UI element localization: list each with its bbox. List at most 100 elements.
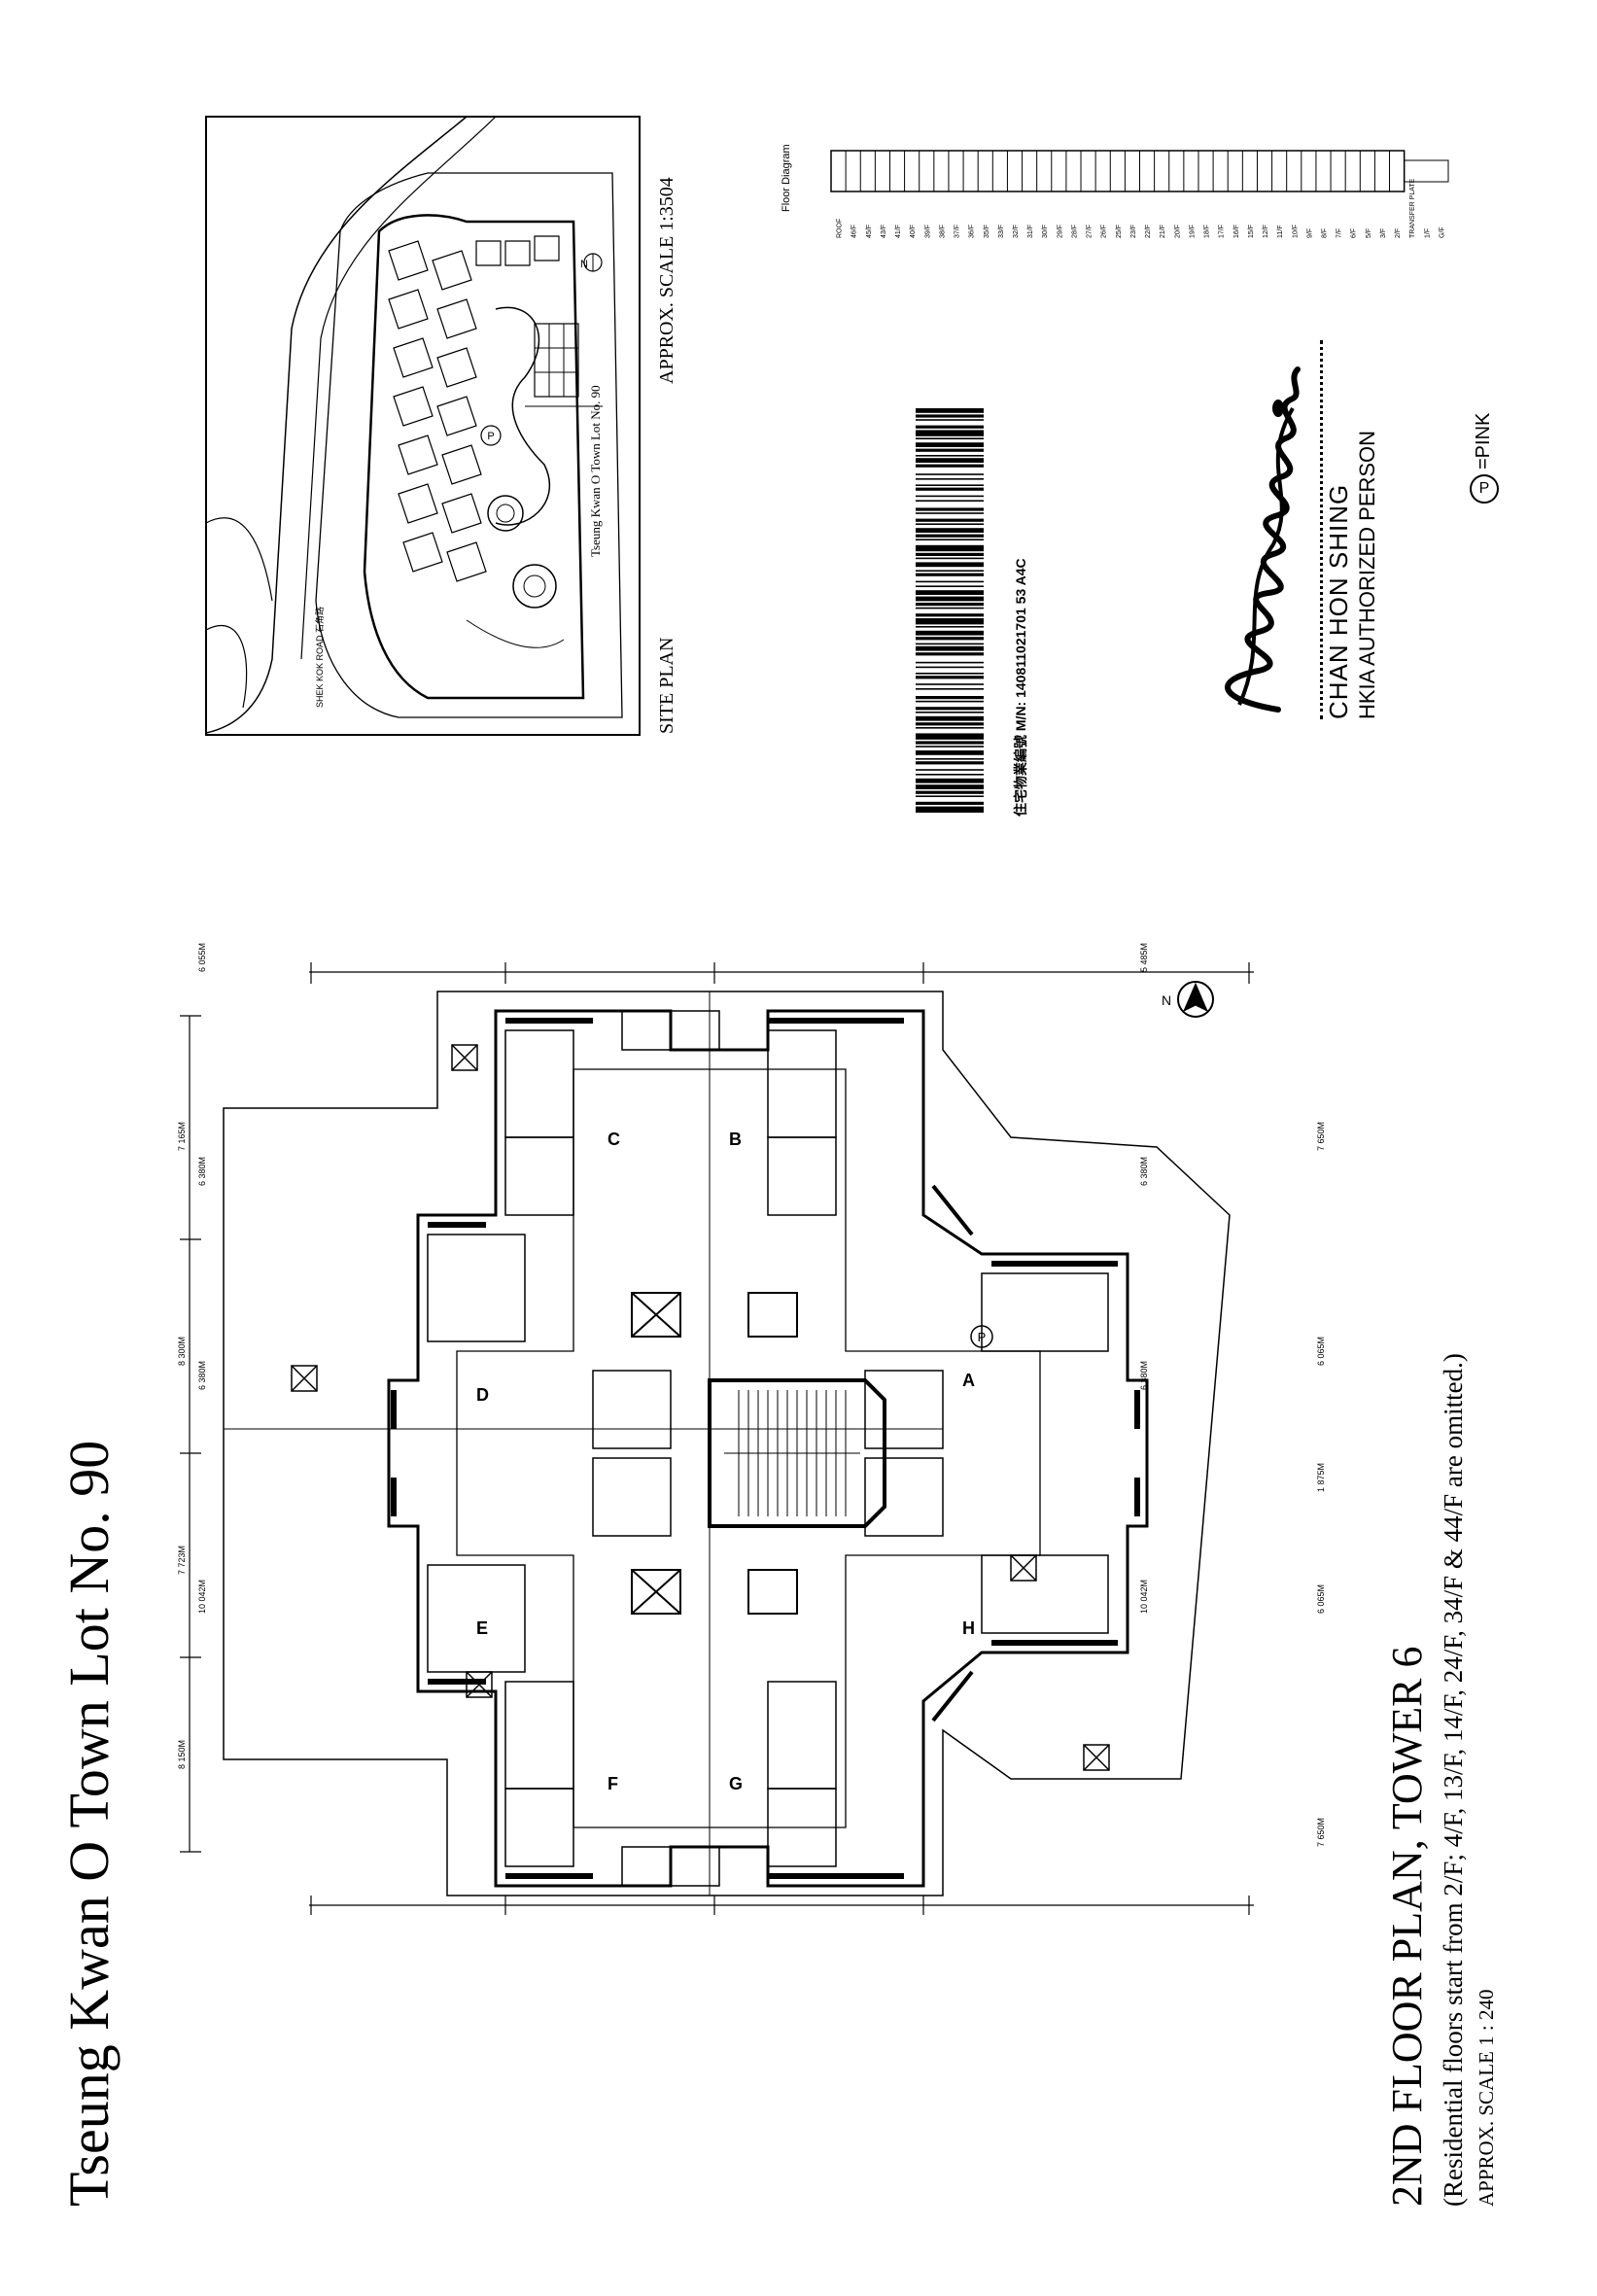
dim-top-3: 6 380M	[197, 1360, 207, 1390]
floor-label: 9/F	[1306, 228, 1313, 238]
page-title: Tseung Kwan O Town Lot No. 90	[57, 1440, 121, 2207]
floor-label: 26/F	[1101, 225, 1108, 238]
floor-label: 19/F	[1189, 225, 1196, 238]
floor-label: 15/F	[1248, 225, 1255, 238]
barcode-bar	[916, 419, 984, 421]
barcode-bar	[916, 727, 984, 729]
dim-left-1: 7 165M	[177, 1121, 188, 1152]
barcode-bar	[916, 683, 984, 685]
floor-label: 46/F	[851, 225, 858, 238]
signature-scribble	[1225, 366, 1301, 713]
barcode-bar	[916, 607, 984, 609]
floor-label: 21/F	[1160, 225, 1166, 238]
dim-top-4: 10 042M	[197, 1579, 207, 1614]
floor-label: 22/F	[1145, 225, 1152, 238]
unit-label-a: A	[962, 1371, 975, 1390]
barcode-bar	[916, 430, 984, 436]
barcode-bar	[916, 758, 984, 760]
site-plan-drawing: P N	[205, 116, 641, 736]
dim-left-3: 7 723M	[177, 1545, 188, 1576]
dim-bottom-2: 6 380M	[1139, 1156, 1149, 1186]
barcode-bar	[916, 801, 984, 805]
floor-label: 30/F	[1042, 225, 1049, 238]
barcode-bar	[916, 478, 984, 480]
floor-label: 3/F	[1380, 228, 1387, 238]
barcode-bar	[916, 613, 984, 617]
floor-plan: P N C B A D E H F G	[165, 923, 1337, 1944]
legend-text: =PINK	[1473, 412, 1494, 470]
barcode-bar	[916, 484, 984, 486]
floor-label: 12/F	[1263, 225, 1269, 238]
barcode-bar	[916, 437, 984, 439]
floor-label: 41/F	[895, 225, 902, 238]
barcode-bar	[916, 790, 984, 794]
barcode-bar	[916, 408, 984, 413]
unit-label-c: C	[608, 1130, 620, 1149]
barcode-bars	[916, 408, 984, 813]
plan-note: (Residential floors start from 2/F; 4/F,…	[1439, 1353, 1468, 2207]
barcode-bar	[916, 585, 984, 587]
barcode-bar	[916, 487, 984, 491]
dim-right-4: 6 065M	[1316, 1583, 1327, 1615]
barcode-bar	[916, 741, 984, 745]
barcode-bar	[916, 696, 984, 700]
barcode-bar	[916, 618, 984, 625]
barcode-bar	[916, 596, 984, 602]
barcode-bar	[916, 712, 984, 713]
barcode-text: 住宅物業編號 M/N: 140811021701 53 A4C	[1013, 558, 1028, 817]
floor-label: 17/F	[1219, 225, 1226, 238]
floor-label: 40/F	[910, 225, 917, 238]
floor-label: 18/F	[1204, 225, 1211, 238]
unit-label-f: F	[608, 1774, 618, 1793]
floor-label: 10/F	[1292, 225, 1299, 238]
site-plan-road-label: SHEK KOK ROAD 石角路	[315, 606, 325, 708]
barcode-bar	[916, 722, 984, 726]
barcode-bar	[916, 784, 984, 789]
dim-bottom-3: 6 380M	[1139, 1360, 1149, 1390]
floor-label: 27/F	[1087, 225, 1094, 238]
signature-name: CHAN HON SHING	[1324, 483, 1353, 719]
floor-label: 38/F	[939, 225, 946, 238]
floor-label: TRANSFER PLATE	[1409, 178, 1416, 238]
barcode-bar	[916, 733, 984, 740]
barcode-bar	[916, 746, 984, 748]
barcode-bar	[916, 518, 984, 522]
floor-label: 28/F	[1071, 225, 1078, 238]
barcode-bar	[916, 603, 984, 607]
barcode-bar	[916, 750, 984, 755]
barcode	[914, 406, 988, 815]
barcode-bar	[916, 500, 984, 502]
site-plan-north: N	[580, 259, 588, 270]
unit-label-b: B	[729, 1130, 742, 1149]
unit-label-d: D	[476, 1385, 489, 1405]
floor-label: 1/F	[1424, 228, 1431, 238]
barcode-bar	[916, 442, 984, 447]
barcode-bar	[916, 539, 984, 540]
dim-right-3: 1 875M	[1316, 1462, 1327, 1493]
floor-label: 23/F	[1130, 225, 1137, 238]
dim-left-4: 8 150M	[177, 1739, 188, 1770]
floor-stack-outline	[830, 150, 1406, 192]
barcode-bar	[916, 590, 984, 595]
floor-podium	[1404, 159, 1449, 183]
site-plan-scale: APPROX. SCALE 1:3504	[656, 177, 677, 384]
unit-label-e: E	[476, 1618, 489, 1638]
dim-left-2: 8 300M	[177, 1336, 188, 1367]
barcode-bar	[916, 552, 984, 556]
plan-title: 2ND FLOOR PLAN, TOWER 6	[1383, 1646, 1431, 2207]
barcode-bar	[916, 673, 984, 675]
floor-label: 6/F	[1351, 228, 1358, 238]
barcode-bar	[916, 507, 984, 511]
floor-label: 11/F	[1277, 226, 1284, 239]
dim-bottom-1: 5 485M	[1139, 942, 1149, 972]
barcode-bar	[916, 676, 984, 679]
dim-right-5: 7 650M	[1316, 1817, 1327, 1848]
barcode-bar	[916, 769, 984, 771]
floor-plan-north: N	[1162, 992, 1171, 1008]
barcode-bar	[916, 806, 984, 813]
floor-label: 2/F	[1395, 228, 1402, 238]
barcode-bar	[916, 458, 984, 463]
barcode-bar	[916, 643, 984, 645]
barcode-bar	[916, 778, 984, 783]
